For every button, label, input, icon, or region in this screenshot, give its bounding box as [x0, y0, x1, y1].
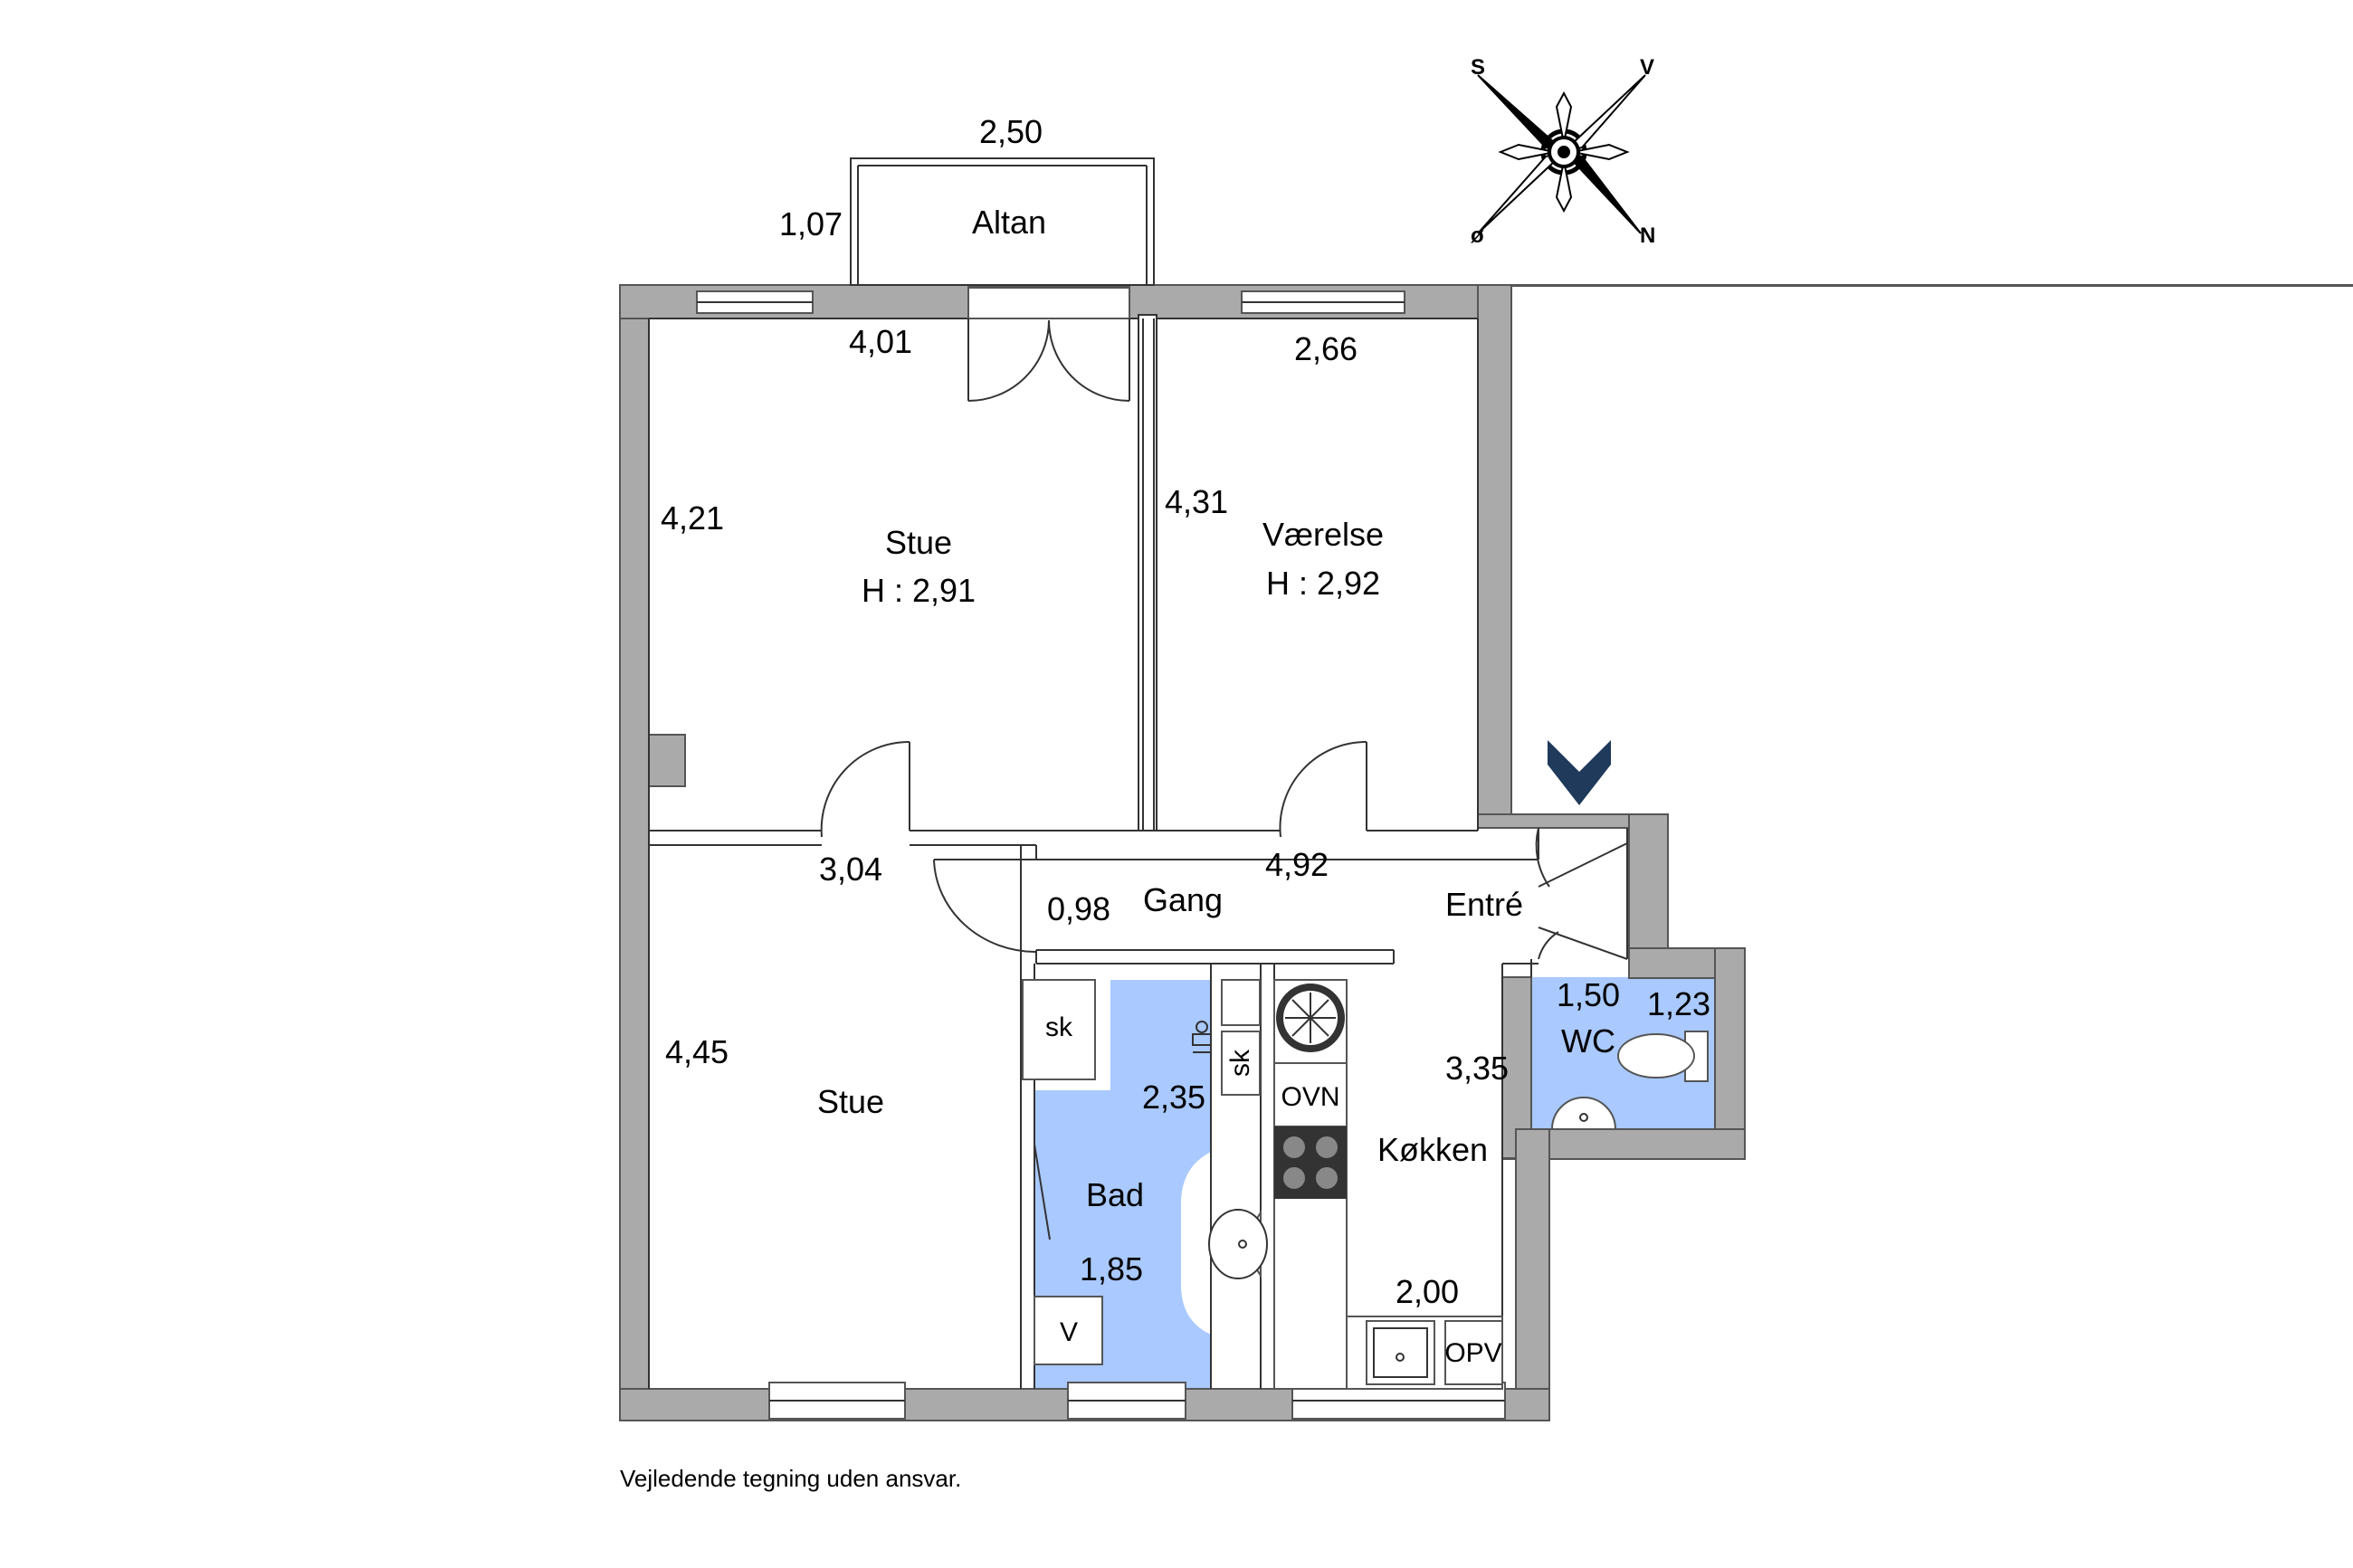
interior-doors	[820, 740, 1628, 1240]
stue-top-length-label: 4,21	[661, 499, 724, 537]
vaerelse-length-label: 4,31	[1165, 483, 1228, 520]
stove-icon	[1274, 1126, 1347, 1199]
extractor-fan-icon	[1276, 984, 1345, 1052]
compass-label-o: ø	[1471, 223, 1484, 248]
kokken-width-label: 2,00	[1396, 1273, 1459, 1310]
compass-label-s: S	[1471, 55, 1485, 80]
stue-top-name-label: Stue	[885, 524, 952, 561]
balcony-width-label: 2,50	[979, 113, 1043, 150]
wc-sink	[1550, 1097, 1617, 1130]
balcony	[850, 157, 1155, 286]
stue-top-width-label: 4,01	[849, 323, 912, 360]
washing-machine	[1034, 1296, 1103, 1365]
kokken-length-label: 3,35	[1445, 1050, 1509, 1087]
gang-length-label: 4,92	[1265, 846, 1329, 883]
washing-machine-label: V	[1060, 1317, 1078, 1347]
disclaimer-text: Vejledende tegning uden ansvar.	[620, 1465, 961, 1492]
closet-sk-1-label: sk	[1045, 1012, 1073, 1042]
dishwasher	[1444, 1320, 1503, 1385]
wc-name-label: WC	[1561, 1022, 1615, 1060]
oven	[1273, 1062, 1348, 1127]
bad-width-label: 1,85	[1080, 1250, 1143, 1288]
closet-sk-2	[1221, 1031, 1261, 1096]
balcony-door	[967, 287, 1130, 402]
stue-bottom-length-label: 4,45	[665, 1033, 729, 1070]
wc-width-label: 1,23	[1647, 985, 1710, 1022]
entrance-arrow-icon	[1548, 740, 1611, 805]
vaerelse-width-label: 2,66	[1294, 330, 1358, 367]
shower-icon	[1192, 1021, 1212, 1053]
toilet-icon	[1617, 1031, 1709, 1082]
stue-top-height-label: H : 2,91	[862, 572, 976, 609]
gang-name-label: Gang	[1143, 881, 1223, 918]
bad-length-label: 2,35	[1142, 1079, 1205, 1116]
oven-label: OVN	[1281, 1082, 1339, 1112]
vaerelse-name-label: Værelse	[1262, 516, 1384, 553]
vaerelse-height-label: H : 2,92	[1266, 565, 1380, 602]
stue-bottom-width-label: 3,04	[819, 851, 882, 888]
bad-name-label: Bad	[1086, 1176, 1144, 1213]
kitchen-sink	[1366, 1320, 1435, 1385]
stue-bottom-name-label: Stue	[817, 1083, 884, 1120]
closet-sk-1	[1022, 979, 1096, 1080]
balcony-name-label: Altan	[972, 204, 1046, 241]
entre-name-label: Entré	[1445, 886, 1523, 923]
compass-label-v: V	[1640, 55, 1654, 80]
bath-sink	[1208, 1209, 1268, 1279]
compass-label-n: N	[1640, 223, 1655, 248]
dishwasher-label: OPV	[1444, 1338, 1501, 1368]
closet-small	[1221, 979, 1261, 1026]
compass-icon	[1477, 74, 1646, 234]
bath-floor	[1034, 980, 1211, 1389]
closet-sk-2-label: sk	[1225, 1049, 1255, 1077]
balcony-depth-label: 1,07	[779, 205, 843, 242]
wc-length-label: 1,50	[1557, 976, 1620, 1013]
kokken-name-label: Køkken	[1377, 1131, 1488, 1168]
gang-width-label: 0,98	[1047, 890, 1110, 927]
